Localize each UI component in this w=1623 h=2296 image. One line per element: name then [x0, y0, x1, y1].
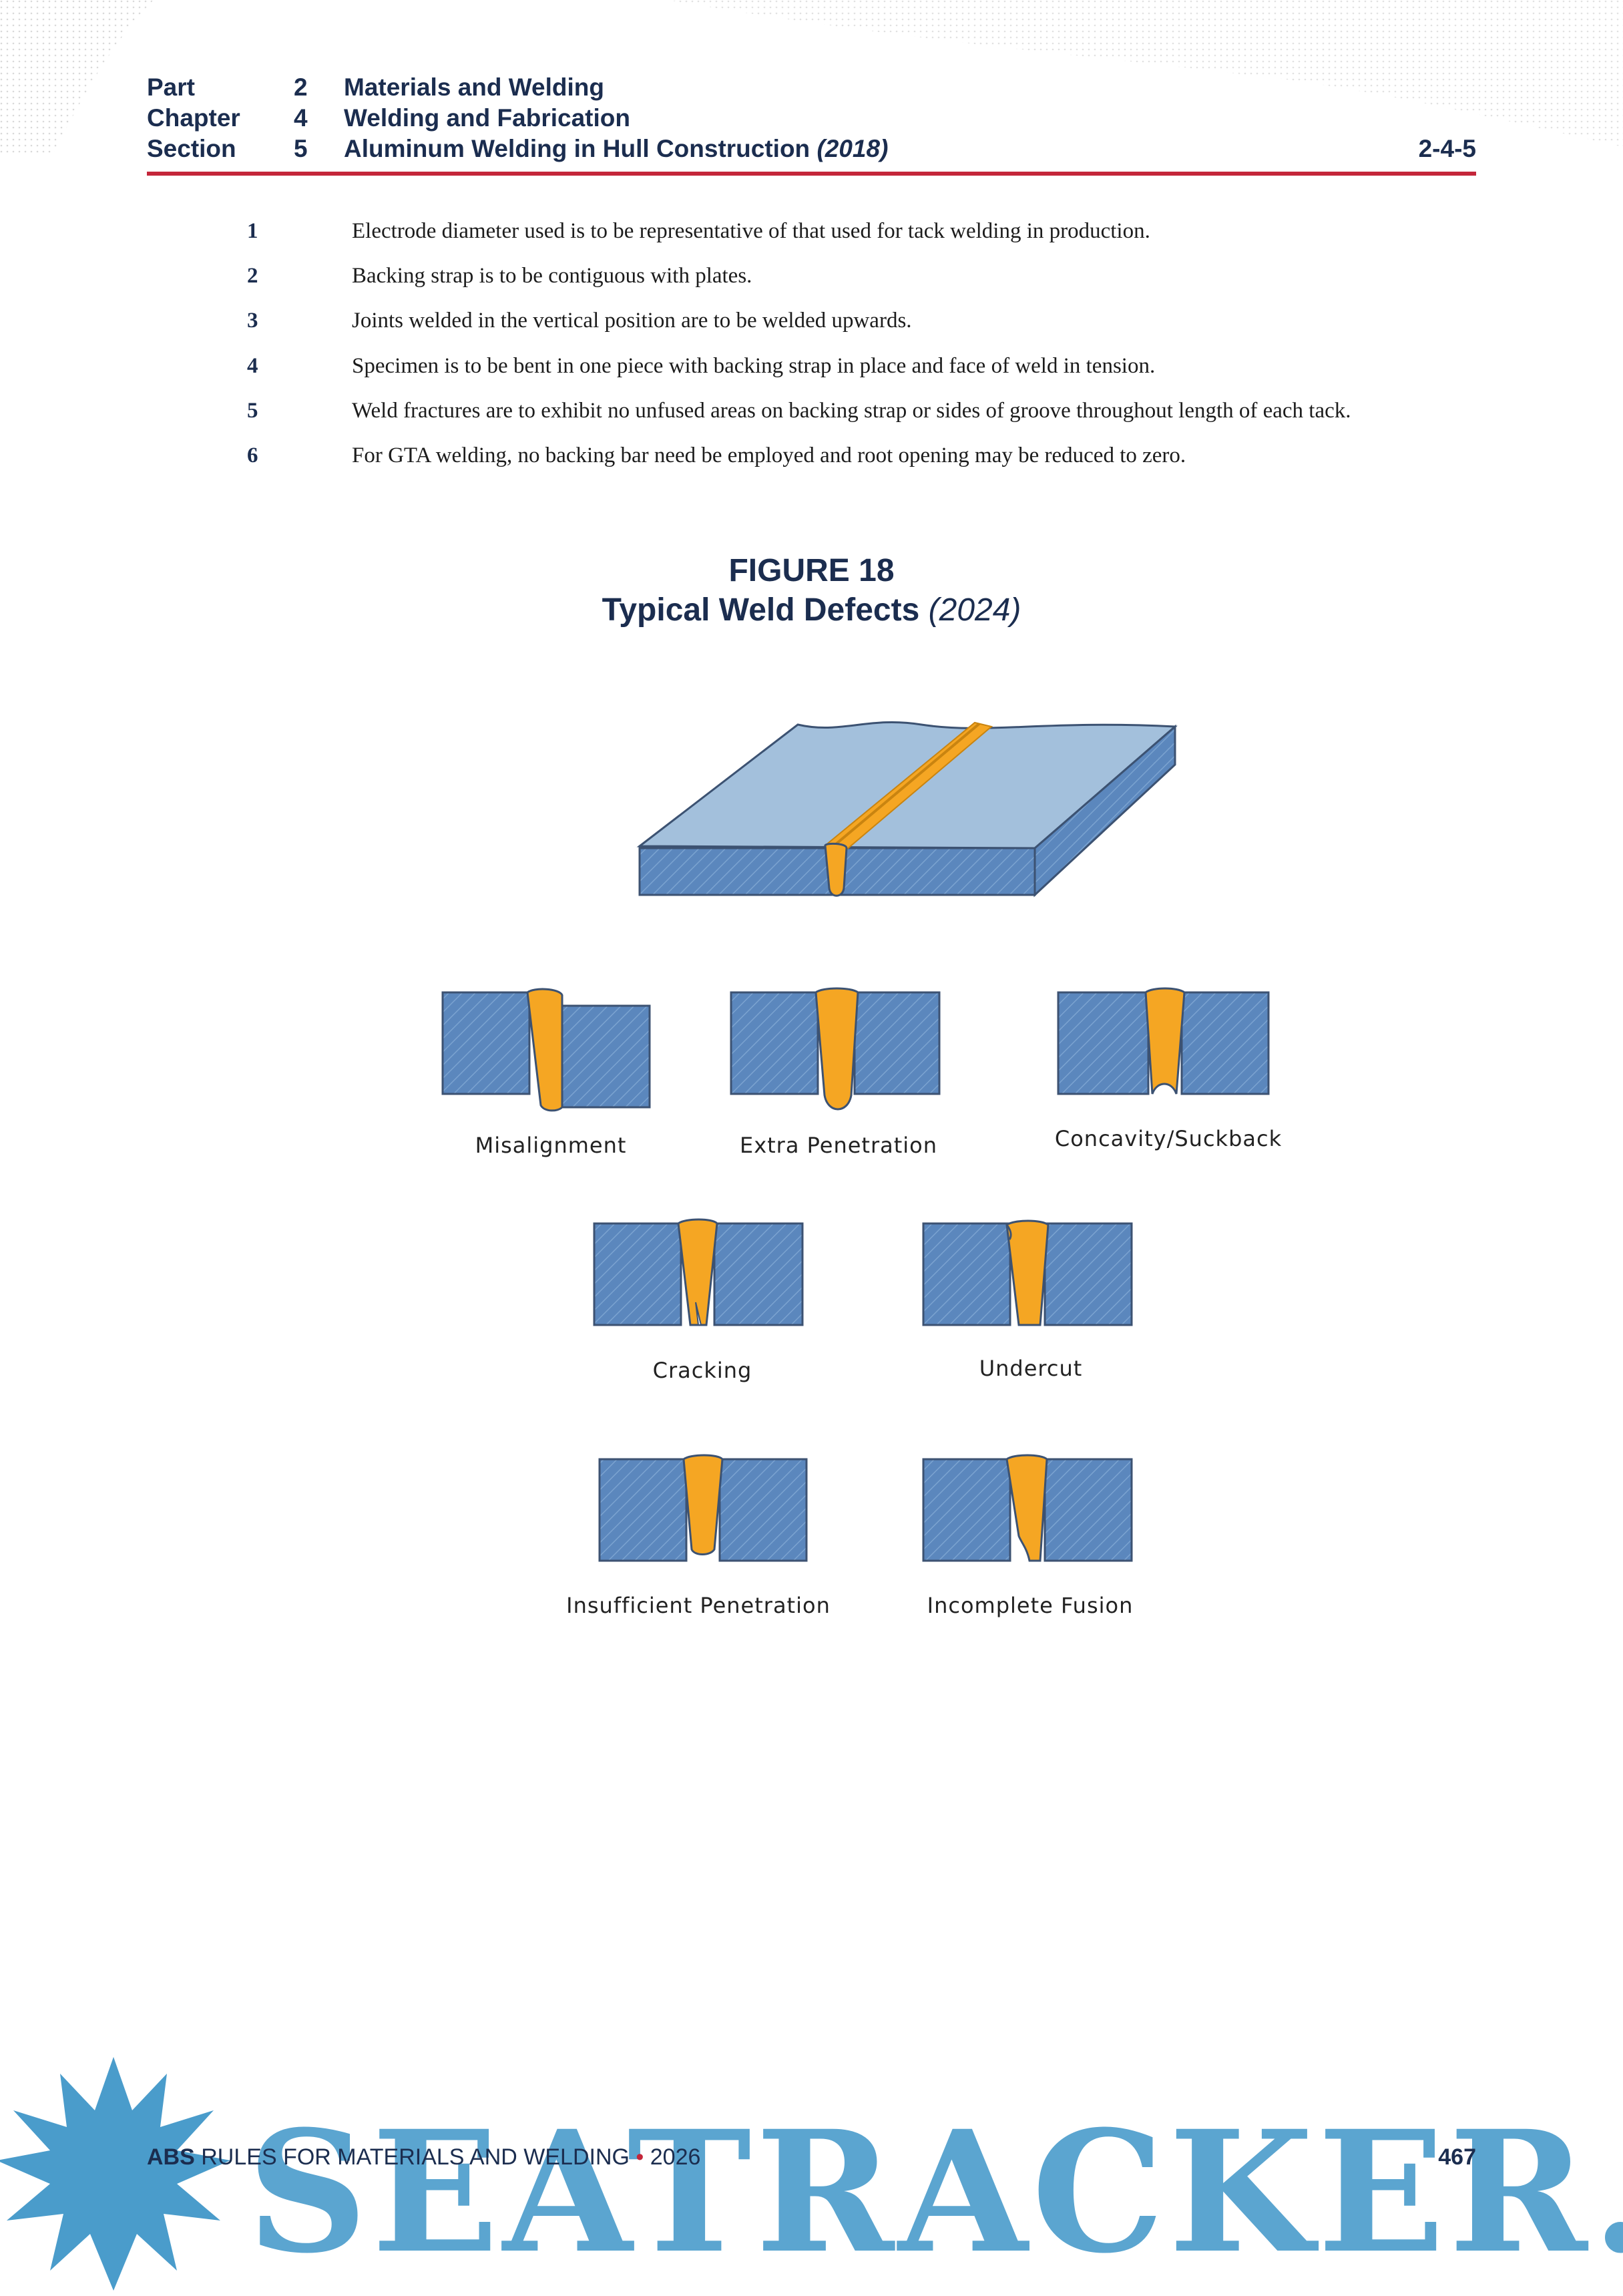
defect-misalignment-illustration [441, 988, 651, 1112]
footer-year: 2026 [650, 2144, 701, 2170]
header-section-number: 5 [294, 135, 308, 162]
footer-title: RULES FOR MATERIALS AND WELDING [201, 2144, 630, 2170]
defect-incomplete-fusion-illustration [922, 1454, 1133, 1562]
defect-label-insufficient-penetration: Insufficient Penetration [566, 1593, 831, 1618]
defect-cracking-illustration [593, 1218, 804, 1326]
note-number: 2 [247, 264, 258, 288]
figure-subtitle: Typical Weld Defects (2024) [0, 590, 1623, 630]
defect-extra-penetration-illustration [730, 987, 941, 1111]
note-text: Backing strap is to be contiguous with p… [352, 264, 752, 288]
header-part-label: Part [147, 73, 195, 101]
note-number: 6 [247, 443, 258, 467]
defect-label-misalignment: Misalignment [475, 1133, 627, 1158]
note-number: 3 [247, 309, 258, 333]
figure-title: FIGURE 18 [728, 553, 895, 588]
section-title-text: Aluminum Welding in Hull Construction [344, 135, 810, 162]
header-dot-pattern [0, 0, 1623, 154]
header-chapter-number: 4 [294, 104, 308, 132]
note-text: Specimen is to be bent in one piece with… [352, 354, 1156, 378]
note-number: 1 [247, 219, 258, 243]
section-title-year: (2018) [817, 135, 889, 162]
note-text: For GTA welding, no backing bar need be … [352, 443, 1186, 467]
weld-defects-diagram: Misalignment Extra Penetration Concavity… [441, 721, 1282, 1618]
watermark: SEATRACKER.RU [0, 2057, 1623, 2291]
figure-subtitle-text: Typical Weld Defects [602, 592, 920, 628]
note-text: Weld fractures are to exhibit no unfused… [352, 399, 1351, 423]
header-chapter-label: Chapter [147, 104, 240, 132]
weld-plate-illustration [636, 721, 1178, 898]
note-number: 5 [247, 399, 258, 423]
defect-label-extra-penetration: Extra Penetration [740, 1133, 937, 1158]
header-part-number: 2 [294, 73, 308, 101]
header-rule [147, 172, 1476, 176]
note-number: 4 [247, 354, 258, 378]
footer-separator: • [636, 2144, 644, 2170]
defect-label-cracking: Cracking [653, 1358, 752, 1383]
header-chapter-title: Welding and Fabrication [344, 104, 630, 132]
defect-label-incomplete-fusion: Incomplete Fusion [927, 1593, 1134, 1618]
sunburst-logo-icon [0, 2057, 230, 2291]
header-part-title: Materials and Welding [344, 73, 604, 101]
note-text: Joints welded in the vertical position a… [352, 309, 912, 333]
header-section-label: Section [147, 135, 236, 162]
header-section-title: Aluminum Welding in Hull Construction (2… [344, 134, 888, 164]
defect-label-undercut: Undercut [979, 1356, 1083, 1381]
watermark-text: SEATRACKER.RU [247, 2094, 1623, 2290]
figure-subtitle-year: (2024) [928, 592, 1021, 628]
defect-insufficient-penetration-illustration [598, 1454, 808, 1562]
page-number: 467 [1438, 2144, 1476, 2170]
note-text: Electrode diameter used is to be represe… [352, 219, 1150, 243]
defect-undercut-illustration [922, 1219, 1133, 1326]
footer-brand: ABS [147, 2144, 195, 2170]
footer-text: ABS RULES FOR MATERIALS AND WELDING • 20… [147, 2142, 700, 2172]
defect-label-concavity: Concavity/Suckback [1055, 1126, 1282, 1151]
defect-concavity-illustration [1057, 987, 1270, 1095]
header-reference: 2-4-5 [1418, 135, 1476, 162]
